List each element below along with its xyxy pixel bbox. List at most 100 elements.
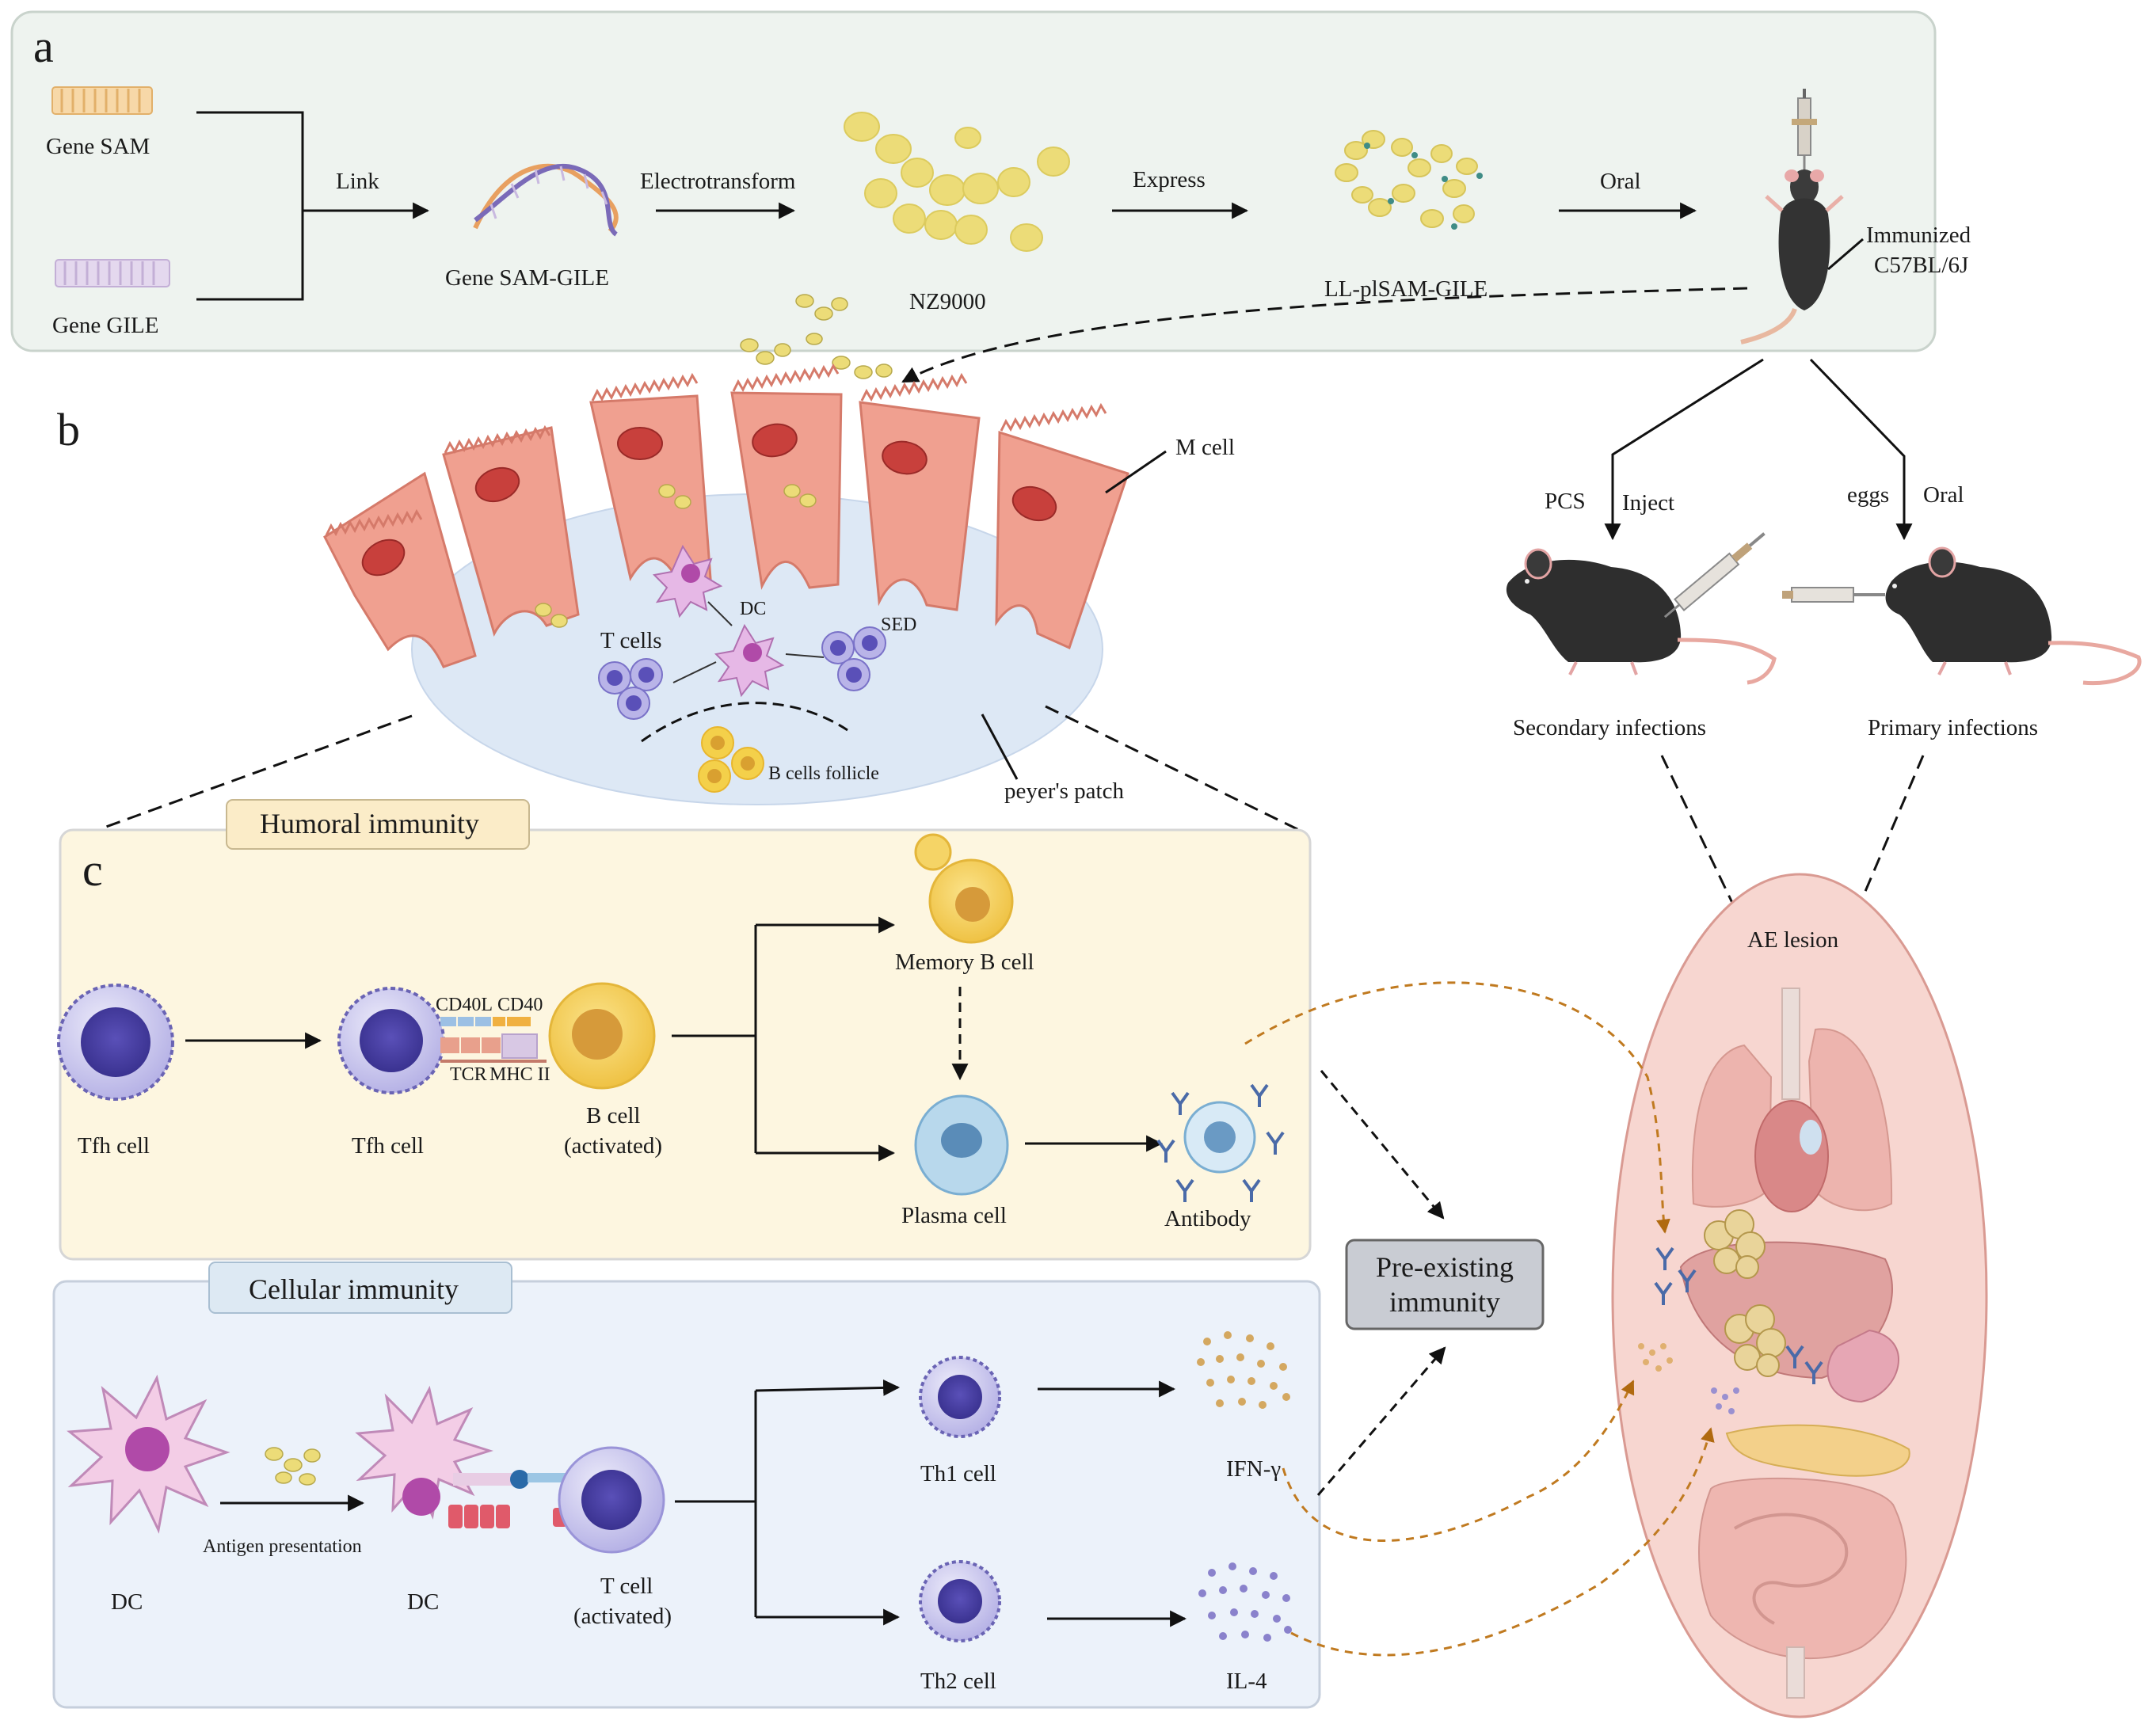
memory-b-cell-label: Memory B cell (895, 950, 1034, 975)
humoral-title-box (226, 799, 530, 850)
t-cells-cluster (598, 658, 663, 720)
humoral-to-pre-arrow (1320, 1070, 1445, 1220)
t-cell-label-line1: T cell (600, 1574, 653, 1599)
immunized-label-line1: Immunized (1866, 223, 1971, 248)
antigen-bacteria-icon (265, 1447, 321, 1486)
gene-sam-label: Gene SAM (46, 134, 150, 159)
peyers-patch-pointer (981, 714, 1019, 780)
cd40l-label: CD40L (436, 995, 493, 1015)
th1-label: Th1 cell (920, 1461, 996, 1486)
cellular-branch-arrows (675, 1379, 901, 1626)
electrotransform-label: Electrotransform (640, 169, 796, 194)
humoral-branch-arrows (672, 916, 896, 1162)
gene-sam-gile-dna-icon (473, 163, 619, 237)
dc-cell-1-icon (67, 1374, 230, 1534)
sed-label: SED (881, 615, 916, 635)
ae-lesion-label: AE lesion (1747, 927, 1839, 953)
gene-gile-icon (55, 259, 170, 287)
dc-link-line (707, 601, 733, 626)
cellular-panel-background (52, 1280, 1321, 1709)
primary-infection-mouse-icon (1782, 546, 2142, 686)
memory-b-cell-icon (914, 833, 1014, 944)
humoral-panel-background (59, 828, 1312, 1261)
cellular-title-box (208, 1262, 512, 1314)
th2-cell-icon (919, 1560, 1001, 1642)
t-cells-label: T cells (600, 628, 662, 653)
antigen-presentation-label: Antigen presentation (203, 1536, 362, 1557)
tfh-cell-2-label: Tfh cell (352, 1133, 424, 1159)
ll-plsam-gile-bacteria-icon (1335, 130, 1483, 230)
cellular-to-pre-arrow (1316, 1346, 1446, 1496)
plasma-cell-icon (914, 1094, 1009, 1196)
sed-cells-cluster (821, 626, 886, 691)
zoom-line-right (1045, 705, 1300, 832)
peyers-patch-label: peyer's patch (1004, 778, 1124, 804)
mhc2-label: MHC II (489, 1064, 550, 1085)
dc-tcell-link (672, 661, 717, 683)
t-cell-label-line2: (activated) (573, 1604, 672, 1629)
b-cell-label-line2: (activated) (564, 1133, 662, 1159)
cd40l-cd40-receptors (440, 1017, 531, 1026)
follicle-boundary (641, 702, 848, 743)
ll-plsam-gile-label: LL-plSAM-GILE (1324, 276, 1487, 302)
dc-cell-center (714, 623, 785, 698)
dc-sed-link (785, 653, 825, 658)
inject-label: Inject (1622, 490, 1674, 516)
ifn-gamma-label: IFN-γ (1226, 1456, 1281, 1482)
oral-label-a: Oral (1600, 169, 1641, 194)
gene-sam-icon (51, 86, 153, 115)
gene-sam-gile-label: Gene SAM-GILE (445, 265, 609, 291)
cd40-label: CD40 (497, 995, 543, 1015)
b-cell-activated-icon (548, 982, 656, 1090)
ifn-gamma-dots-icon (1197, 1331, 1290, 1409)
plasma-cell-label: Plasma cell (901, 1203, 1007, 1228)
il4-dots-icon (1198, 1562, 1292, 1642)
secondary-infections-label: Secondary infections (1513, 715, 1706, 740)
pre-existing-line2: immunity (1389, 1286, 1500, 1318)
oral-label-infection: Oral (1923, 482, 1964, 508)
lesion-cyst-icon (1704, 1209, 1786, 1377)
eggs-label: eggs (1847, 482, 1889, 508)
link-bracket (196, 111, 430, 301)
secondary-infection-mouse-icon (1506, 532, 1777, 685)
dc-1-label: DC (111, 1589, 143, 1615)
link-label: Link (336, 169, 379, 194)
tcr-mhc2-receptors (440, 1033, 547, 1063)
body-organs-icon (1679, 988, 1910, 1699)
lesion-il4-dots (1711, 1387, 1739, 1414)
antibody-label: Antibody (1164, 1206, 1251, 1231)
epithelial-nuclei (361, 423, 1057, 577)
tcr-label: TCR (450, 1064, 487, 1085)
m-cell-pointer (1105, 450, 1167, 494)
antibody-icon (1156, 1083, 1285, 1202)
m-cell-label: M cell (1175, 435, 1235, 460)
effector-to-lesion-curves (1244, 981, 1715, 1657)
internalized-bacteria-icon (535, 484, 817, 628)
lesion-ifn-dots (1638, 1343, 1673, 1372)
pre-existing-immunity-box (1345, 1239, 1545, 1330)
lesion-antibodies-icon (1654, 1246, 1823, 1384)
t-cell-activated-icon (558, 1446, 665, 1554)
epithelium-villi (325, 363, 1107, 537)
floating-bacteria-icon (740, 294, 893, 379)
express-label: Express (1133, 167, 1206, 192)
immunized-pointer (1827, 238, 1864, 271)
pre-existing-line1: Pre-existing (1376, 1251, 1514, 1283)
tfh-cell-1-icon (57, 984, 174, 1101)
panel-b-letter: b (57, 404, 80, 455)
th2-label: Th2 cell (920, 1669, 996, 1694)
il4-label: IL-4 (1226, 1669, 1267, 1694)
primary-infections-label: Primary infections (1868, 715, 2038, 740)
humoral-title: Humoral immunity (260, 808, 479, 839)
lesion-zoom-lines (1660, 755, 1925, 905)
tfh-cell-1-label: Tfh cell (78, 1133, 150, 1159)
panel-a-letter: a (33, 21, 54, 72)
b-cell-label-line1: B cell (586, 1103, 640, 1128)
cellular-title: Cellular immunity (249, 1273, 459, 1305)
b-cells-follicle-cluster (698, 726, 764, 793)
immunized-label-line2: C57BL/6J (1874, 253, 1968, 278)
oral-delivery-dashed-arrow (901, 287, 1748, 383)
zoom-line-left (105, 714, 413, 828)
immunized-mouse-icon (1740, 89, 1844, 344)
